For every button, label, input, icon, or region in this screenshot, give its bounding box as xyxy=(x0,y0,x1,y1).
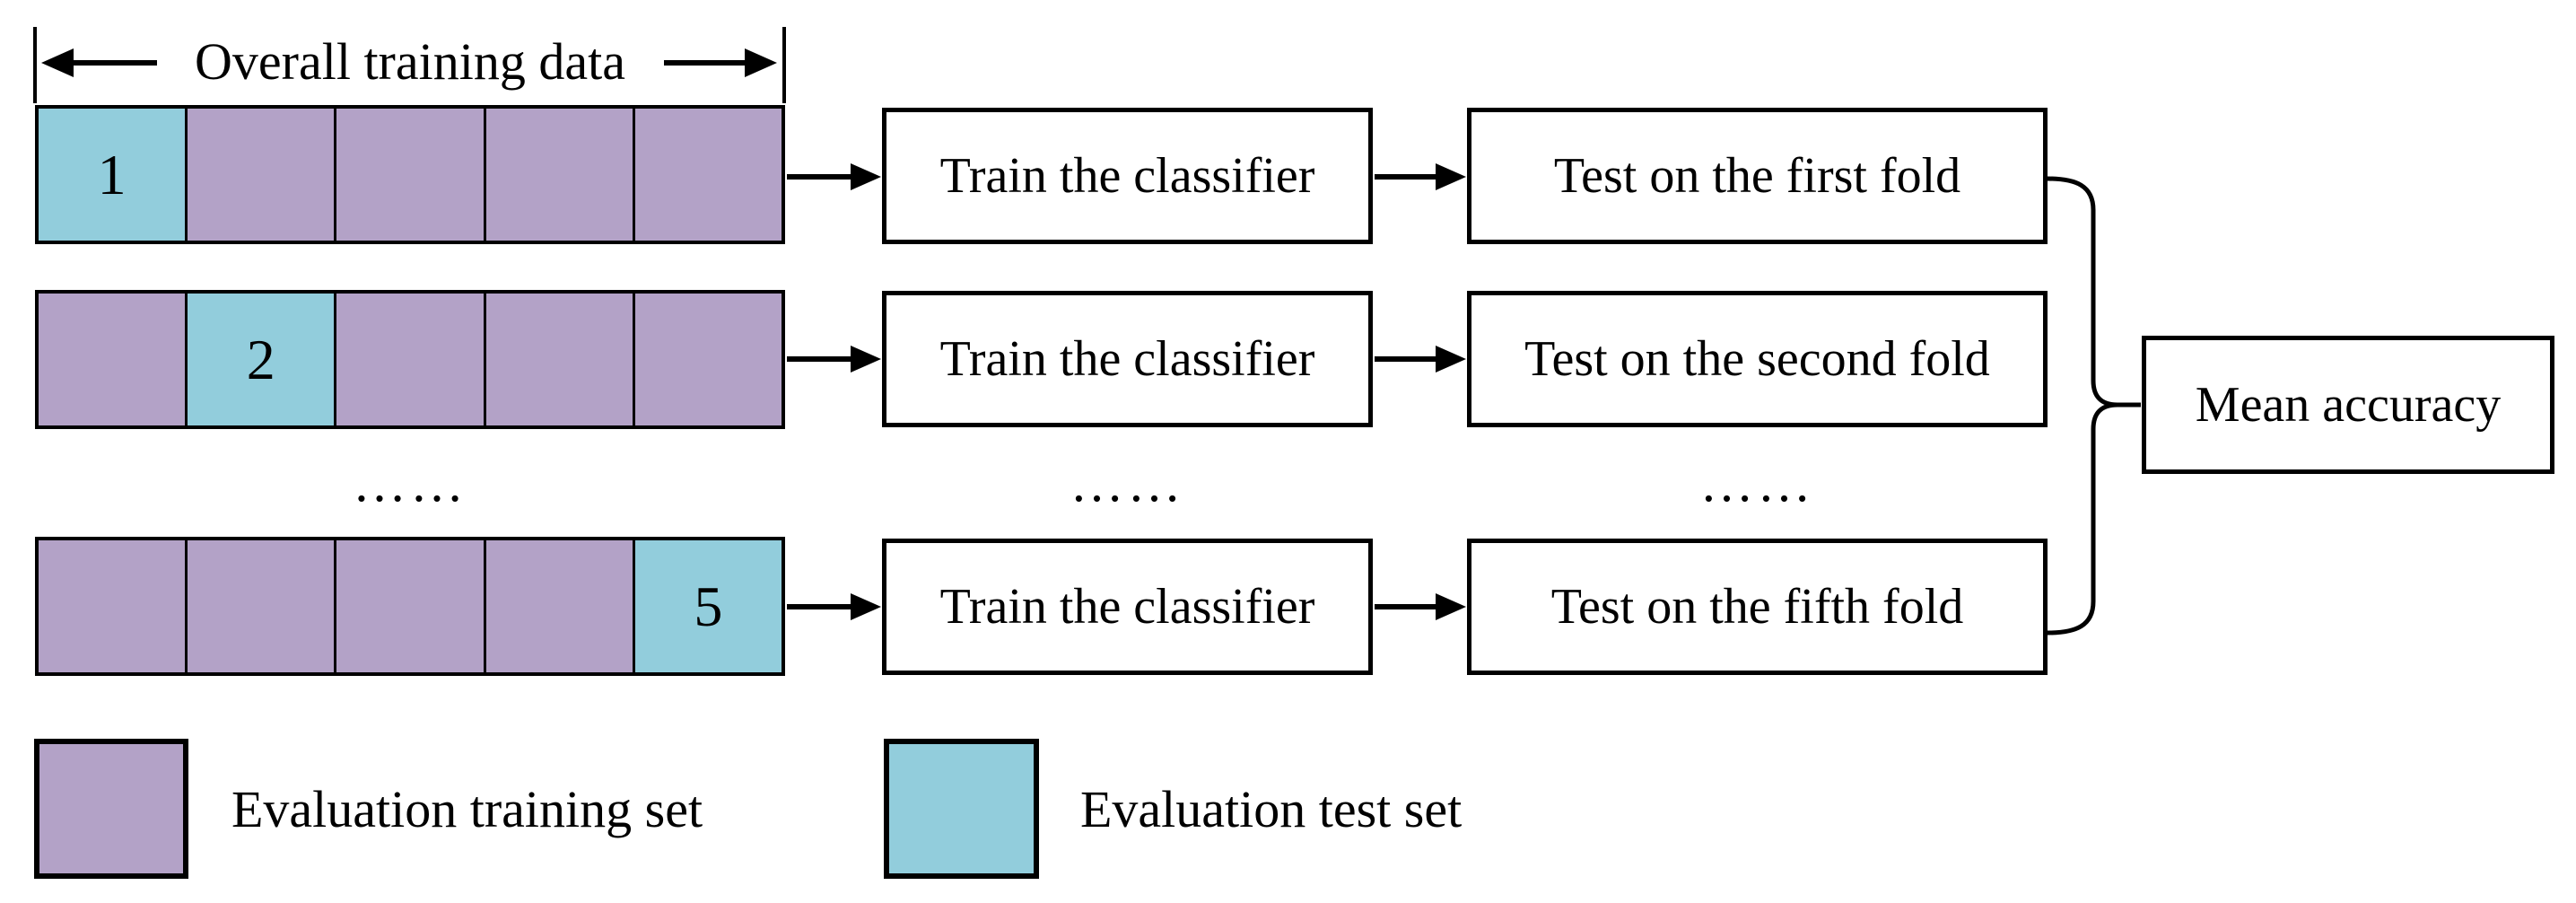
train-classifier-box-3: Train the classifier xyxy=(882,539,1373,675)
fold-cell: 5 xyxy=(632,540,782,672)
fold-cell xyxy=(334,540,484,672)
fold-cell: 2 xyxy=(185,294,335,425)
fold-cell xyxy=(39,294,186,425)
legend-label-test: Evaluation test set xyxy=(1080,779,1463,838)
brace xyxy=(2047,176,2118,636)
fold-cell xyxy=(334,294,484,425)
test-fold-box-1: Test on the first fold xyxy=(1467,108,2048,244)
fold-cell xyxy=(334,109,484,241)
arrow-train-to-test-1 xyxy=(1375,163,1466,190)
train-classifier-box-1: Train the classifier xyxy=(882,108,1373,244)
arrow-train-to-test-3 xyxy=(1375,593,1466,620)
fold-cell xyxy=(185,109,335,241)
fold-cell xyxy=(483,540,633,672)
legend-swatch-training xyxy=(34,739,188,879)
fold-strip-row-2: 2 xyxy=(35,290,785,429)
fold-strip-row-1: 1 xyxy=(35,105,785,244)
test-fold-box-2: Test on the second fold xyxy=(1467,291,2048,427)
arrow-strip-to-train-2 xyxy=(787,346,881,373)
fold-strip-row-3: 5 xyxy=(35,537,785,676)
fold-cell xyxy=(632,294,782,425)
fold-cell xyxy=(185,540,335,672)
legend-label-training: Evaluation training set xyxy=(231,779,703,838)
mean-accuracy-box: Mean accuracy xyxy=(2142,336,2554,474)
fold-cell xyxy=(483,294,633,425)
legend-swatch-test xyxy=(884,739,1039,879)
arrow-train-to-test-2 xyxy=(1375,346,1466,373)
train-classifier-box-2: Train the classifier xyxy=(882,291,1373,427)
fold-cell xyxy=(483,109,633,241)
fold-cell: 1 xyxy=(39,109,186,241)
test-fold-box-3: Test on the fifth fold xyxy=(1467,539,2048,675)
overall-training-data-label: Overall training data xyxy=(195,31,625,91)
ellipsis-strip: …… xyxy=(353,452,467,513)
ellipsis-train: …… xyxy=(1070,452,1185,513)
arrow-strip-to-train-1 xyxy=(787,163,881,190)
fold-cell xyxy=(632,109,782,241)
arrow-strip-to-train-3 xyxy=(787,593,881,620)
fold-cell xyxy=(39,540,186,672)
ellipsis-test: …… xyxy=(1699,452,1815,513)
